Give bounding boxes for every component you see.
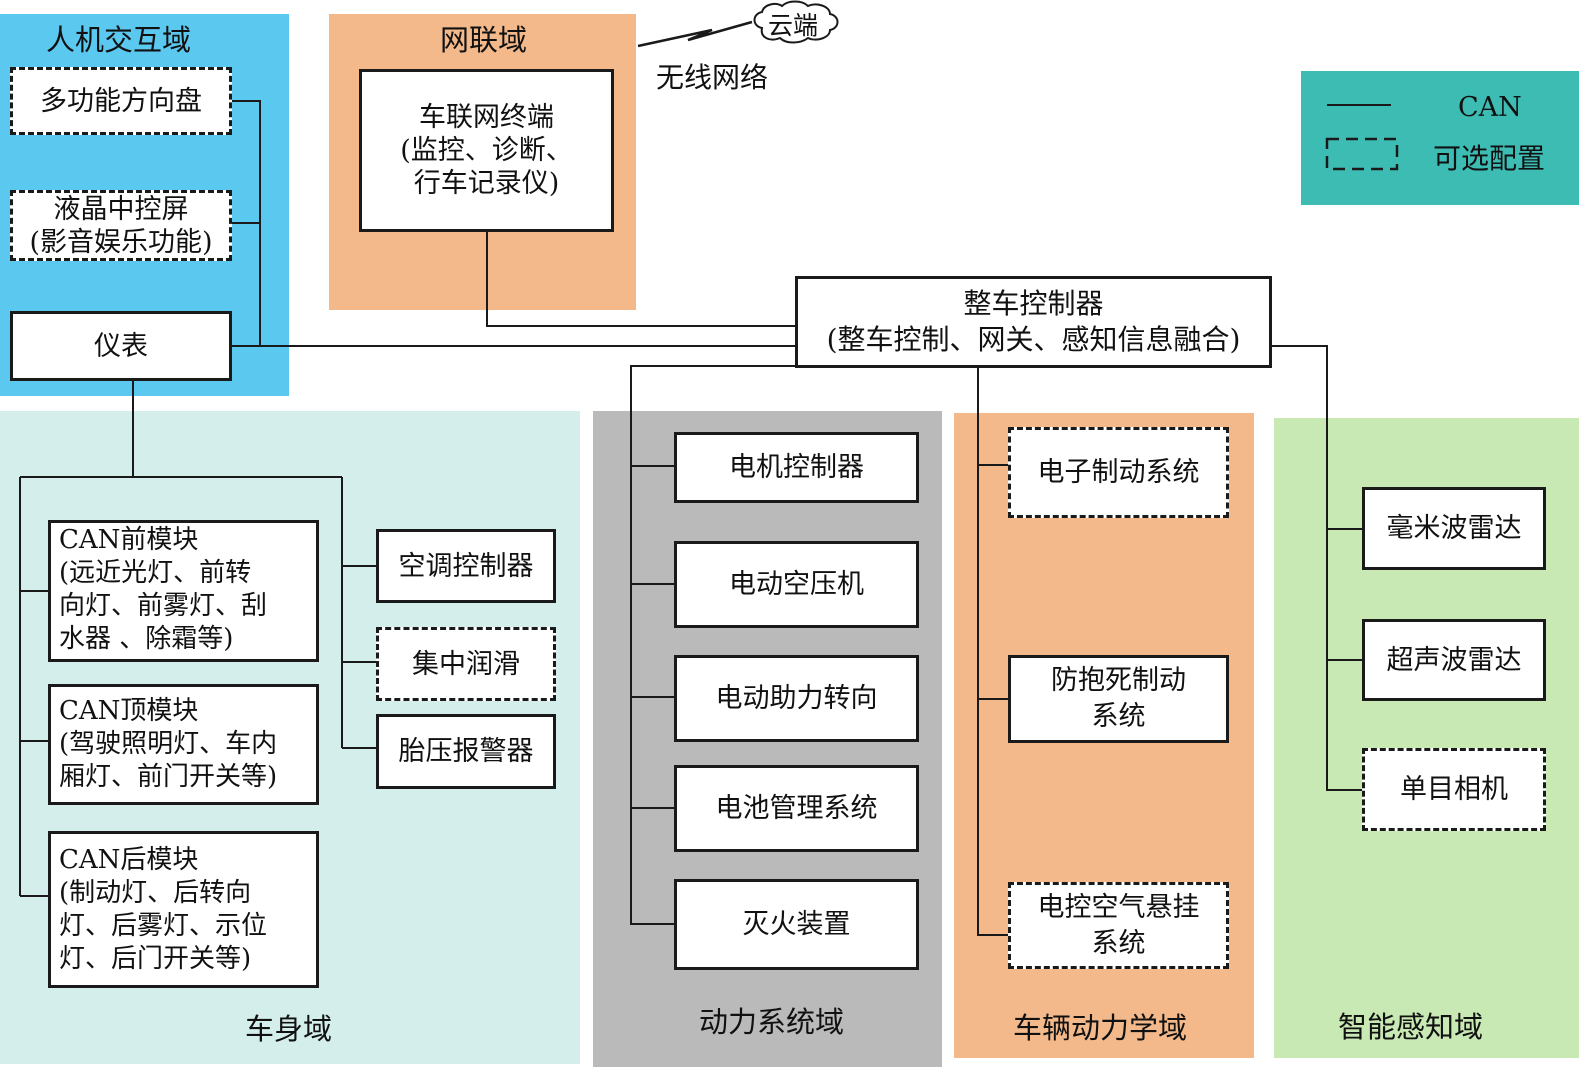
electronic-braking-system-label: 电子制动系统	[1037, 457, 1200, 488]
multifunction-steering-wheel-box: 多功能方向盘	[10, 67, 232, 135]
motor-controller-box: 电机控制器	[674, 432, 919, 503]
electronic-air-suspension-label: 电控空气悬挂 系统	[1037, 891, 1200, 959]
legend-dashed-box-swatch	[1325, 137, 1399, 171]
lcd-center-screen-box: 液晶中控屏 (影音娱乐功能)	[10, 190, 232, 261]
electric-power-steering-box: 电动助力转向	[674, 655, 919, 742]
can-rear-module-label: CAN后模块 (制动灯、后转向 灯、后雾灯、示位 灯、后门开关等)	[59, 844, 268, 974]
electric-air-compressor-label: 电动空压机	[729, 569, 864, 600]
fire-suppression-device-box: 灭火装置	[674, 879, 919, 970]
vehicle-controller-label: 整车控制器 (整车控制、网关、感知信息融合)	[826, 287, 1241, 356]
electric-air-compressor-box: 电动空压机	[674, 541, 919, 628]
electric-power-steering-label: 电动助力转向	[715, 683, 878, 714]
chassis-domain-title: 车辆动力学域	[1013, 1011, 1188, 1045]
millimeter-wave-radar-label: 毫米波雷达	[1386, 513, 1522, 544]
connectivity-domain-title: 网联域	[440, 23, 528, 57]
fire-suppression-device-label: 灭火装置	[742, 909, 851, 940]
legend: CAN 可选配置	[1301, 71, 1579, 205]
perception-domain-title: 智能感知域	[1338, 1010, 1484, 1044]
wireless-network-label: 无线网络	[656, 61, 769, 94]
hmi-domain-title: 人机交互域	[46, 23, 192, 57]
legend-dashed-label: 可选配置	[1433, 142, 1546, 175]
can-top-module-box: CAN顶模块 (驾驶照明灯、车内 厢灯、前门开关等)	[48, 684, 319, 805]
powertrain-domain-title: 动力系统域	[699, 1005, 845, 1039]
ultrasonic-radar-label: 超声波雷达	[1386, 644, 1522, 676]
legend-solid-line-swatch	[1327, 104, 1391, 106]
battery-management-system-box: 电池管理系统	[674, 765, 919, 852]
electronic-air-suspension-box: 电控空气悬挂 系统	[1008, 882, 1229, 969]
motor-controller-label: 电机控制器	[729, 452, 864, 483]
telematics-terminal-box: 车联网终端 (监控、诊断、 行车记录仪)	[359, 69, 614, 232]
central-lubrication-box: 集中润滑	[376, 627, 556, 701]
can-front-module-label: CAN前模块 (远近光灯、前转 向灯、前雾灯、刮 水器 、除霜等)	[59, 525, 268, 654]
central-lubrication-label: 集中润滑	[412, 648, 520, 680]
cloud-shape	[753, 0, 839, 44]
can-front-module-box: CAN前模块 (远近光灯、前转 向灯、前雾灯、刮 水器 、除霜等)	[48, 520, 319, 662]
telematics-terminal-label: 车联网终端 (监控、诊断、 行车记录仪)	[400, 102, 573, 199]
instrument-box: 仪表	[10, 311, 232, 381]
vehicle-controller-box: 整车控制器 (整车控制、网关、感知信息融合)	[795, 276, 1272, 368]
instrument-label: 仪表	[94, 330, 148, 362]
tire-pressure-alarm-box: 胎压报警器	[376, 714, 556, 789]
millimeter-wave-radar-box: 毫米波雷达	[1362, 487, 1546, 570]
anti-lock-braking-system-box: 防抱死制动 系统	[1008, 655, 1229, 743]
body-domain-title: 车身域	[245, 1012, 333, 1046]
can-rear-module-box: CAN后模块 (制动灯、后转向 灯、后雾灯、示位 灯、后门开关等)	[48, 831, 319, 988]
cloud-label: 云端	[768, 11, 819, 40]
anti-lock-braking-system-label: 防抱死制动 系统	[1051, 665, 1186, 732]
lcd-center-screen-label: 液晶中控屏 (影音娱乐功能)	[29, 193, 213, 258]
ac-controller-label: 空调控制器	[398, 550, 534, 582]
multifunction-steering-wheel-label: 多功能方向盘	[40, 85, 202, 117]
electronic-braking-system-box: 电子制动系统	[1008, 427, 1229, 518]
monocular-camera-box: 单目相机	[1362, 748, 1546, 831]
tire-pressure-alarm-label: 胎压报警器	[398, 736, 534, 767]
legend-solid-label: CAN	[1458, 92, 1522, 123]
ac-controller-box: 空调控制器	[376, 529, 556, 603]
ultrasonic-radar-box: 超声波雷达	[1362, 619, 1546, 701]
battery-management-system-label: 电池管理系统	[715, 793, 878, 824]
can-top-module-label: CAN顶模块 (驾驶照明灯、车内 厢灯、前门开关等)	[59, 696, 278, 792]
monocular-camera-label: 单目相机	[1400, 774, 1508, 805]
